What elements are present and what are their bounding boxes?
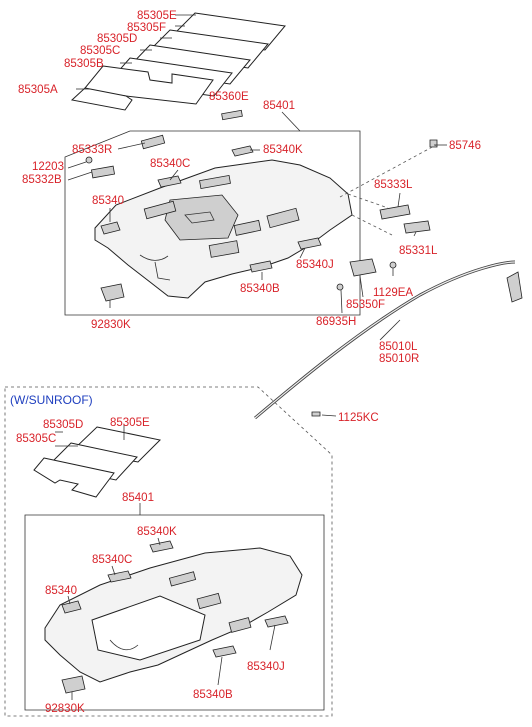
part-85340 bbox=[100, 221, 121, 235]
label-86935H: 86935H bbox=[316, 316, 356, 328]
labels-main: 85305E 85305F 85305D 85305C 85305B 85305… bbox=[18, 10, 481, 424]
part-85350F bbox=[349, 258, 377, 277]
label-85305F: 85305F bbox=[127, 22, 166, 34]
label-85360E: 85360E bbox=[209, 91, 249, 103]
label-85333R: 85333R bbox=[72, 144, 112, 156]
sunroof-label-85305D: 85305D bbox=[43, 419, 83, 431]
part-92830K bbox=[100, 283, 125, 302]
insulation-pads bbox=[70, 12, 286, 111]
label-85340: 85340 bbox=[92, 195, 124, 207]
label-85010L: 85010L bbox=[379, 341, 418, 353]
label-12203: 12203 bbox=[32, 161, 64, 173]
label-85350F: 85350F bbox=[346, 299, 385, 311]
sunroof-label-85340B: 85340B bbox=[193, 689, 233, 701]
part-1125KC bbox=[311, 411, 321, 417]
headlining-sunroof bbox=[44, 547, 303, 683]
labels-sunroof: (W/SUNROOF) 85305D 85305E 85305C 85401 8… bbox=[10, 393, 285, 715]
label-85340J: 85340J bbox=[296, 259, 334, 271]
sunroof-label-85305E: 85305E bbox=[110, 417, 150, 429]
label-85401: 85401 bbox=[263, 100, 295, 112]
label-85331L: 85331L bbox=[399, 245, 438, 257]
label-85010R: 85010R bbox=[379, 353, 419, 365]
label-85305B: 85305B bbox=[64, 58, 104, 70]
label-1129EA: 1129EA bbox=[373, 287, 413, 299]
part-85333L bbox=[379, 204, 411, 220]
label-85305E: 85305E bbox=[137, 10, 177, 22]
label-85340B: 85340B bbox=[240, 283, 280, 295]
part-85360E bbox=[221, 109, 243, 121]
label-85305A: 85305A bbox=[18, 84, 58, 96]
label-1125KC: 1125KC bbox=[338, 412, 379, 424]
part-85340J bbox=[297, 237, 322, 250]
part-12203 bbox=[85, 156, 93, 164]
label-85305C: 85305C bbox=[80, 45, 120, 57]
part-1129EA bbox=[389, 261, 397, 269]
label-85746: 85746 bbox=[449, 140, 481, 152]
part-85746 bbox=[429, 139, 438, 148]
sunroof-label-85340: 85340 bbox=[45, 585, 77, 597]
sunroof-pads bbox=[33, 426, 162, 498]
label-85305D: 85305D bbox=[97, 33, 137, 45]
part-85340K bbox=[231, 145, 254, 157]
part-85340C bbox=[157, 175, 182, 188]
part-85332B bbox=[91, 165, 115, 179]
sunroof-label-85401: 85401 bbox=[122, 492, 154, 504]
part-85333R bbox=[140, 134, 166, 150]
label-85332B: 85332B bbox=[22, 174, 62, 186]
part-85340B bbox=[249, 260, 273, 273]
sunroof-label-85340C: 85340C bbox=[92, 554, 132, 566]
part-86935H bbox=[336, 283, 344, 291]
label-85340K: 85340K bbox=[263, 144, 303, 156]
sunroof-label-85340J: 85340J bbox=[247, 661, 285, 673]
sunroof-outline bbox=[4, 386, 333, 717]
sunroof-label-85340K: 85340K bbox=[137, 526, 177, 538]
headlining-main bbox=[94, 159, 353, 299]
headlining-frame bbox=[64, 130, 361, 316]
part-85331L bbox=[403, 220, 431, 234]
label-92830K: 92830K bbox=[91, 319, 131, 331]
sunroof-header: (W/SUNROOF) bbox=[10, 393, 93, 407]
label-85333L: 85333L bbox=[374, 179, 413, 191]
sunroof-label-85305C: 85305C bbox=[16, 433, 56, 445]
sunroof-headlining-frame bbox=[24, 514, 325, 711]
sunroof-label-92830K: 92830K bbox=[45, 703, 85, 715]
label-85340C: 85340C bbox=[150, 158, 190, 170]
curtain-airbag bbox=[254, 260, 523, 420]
